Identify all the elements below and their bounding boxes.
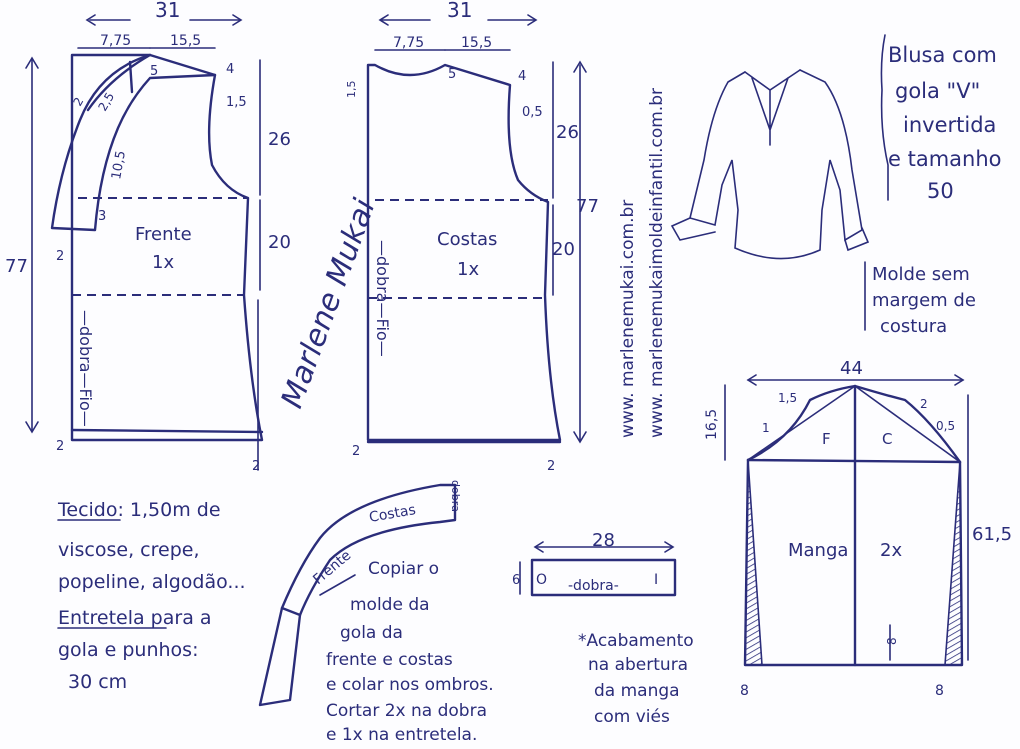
costas-fold: —dobra—Fio— — [373, 240, 392, 357]
collar-line3: gola da — [340, 623, 403, 643]
sleeve-label: Manga — [788, 540, 848, 561]
frente-collar-2-5: 2,5 — [95, 90, 117, 114]
frente-neckline — [86, 53, 152, 112]
costas-armhole-curve: 0,5 — [522, 105, 543, 120]
collar-line6: Cortar 2x na dobra — [326, 701, 487, 721]
frente-width: 31 — [155, 0, 180, 22]
cuff-width: 28 — [592, 530, 615, 551]
sleeve-curve-front-low: 1 — [762, 421, 770, 435]
finish-line4: com viés — [594, 707, 670, 727]
costas-to-waist: 20 — [552, 239, 575, 260]
website-2: www. marlenemukaimoldeinfantil.com.br — [647, 88, 667, 438]
costas-shoulder-drop: 4 — [518, 69, 526, 84]
title-block — [880, 34, 889, 201]
collar-costas: Costas — [368, 502, 417, 526]
frente-count: 1x — [152, 252, 174, 273]
title-line2: gola "V" — [895, 79, 980, 103]
fabric-line5: gola e punhos: — [58, 639, 199, 661]
costas-shoulder-right: 15,5 — [461, 35, 492, 51]
cuff-right-mark: I — [654, 572, 658, 588]
sleeve-width: 44 — [840, 358, 863, 379]
collar-line7: e 1x na entretela. — [326, 725, 477, 745]
costas-neck-drop: 5 — [448, 67, 456, 82]
collar-line1: Copiar o — [368, 559, 439, 579]
costas-neck-back: 1,5 — [345, 81, 358, 99]
frente-armhole-depth: 26 — [268, 129, 291, 150]
frente-side-left: 2 — [56, 249, 64, 264]
frente-to-waist: 20 — [268, 232, 291, 253]
frente-label: Frente — [135, 224, 192, 245]
costas-width: 31 — [447, 0, 472, 22]
fabric-line1: Tecido: 1,50m de — [57, 499, 221, 521]
sleeve-cap-height: 16,5 — [704, 409, 720, 440]
costas-outline — [366, 63, 562, 442]
title-line5: 50 — [927, 179, 954, 203]
costas-pattern — [366, 14, 587, 444]
costas-length: 77 — [576, 196, 599, 217]
sleeve-back: C — [882, 430, 892, 448]
fabric-line6: 30 cm — [68, 671, 127, 693]
sleeve-pattern — [724, 374, 969, 667]
cuff-height: 6 — [512, 573, 520, 588]
fabric-line3: popeline, algodão... — [58, 571, 246, 593]
sleeve-curve-back-low: 0,5 — [936, 419, 955, 433]
frente-outline — [70, 53, 264, 442]
costas-label: Costas — [437, 229, 497, 250]
sleeve-curve-front: 1,5 — [778, 391, 797, 405]
collar-line2: molde da — [350, 595, 430, 615]
collar-dobra: dobra — [449, 480, 462, 512]
title-line3: invertida — [903, 113, 996, 137]
frente-shoulder-left: 7,75 — [100, 33, 131, 49]
costas-armhole-depth: 26 — [556, 122, 579, 143]
note-line3: costura — [880, 316, 947, 337]
frente-collar-3: 3 — [98, 209, 106, 224]
frente-armhole-curve: 1,5 — [226, 95, 247, 110]
title-line1: Blusa com — [888, 43, 997, 67]
costas-count: 1x — [457, 259, 479, 280]
finish-line1: *Acabamento — [578, 631, 694, 651]
frente-collar-10-5: 10,5 — [109, 150, 129, 181]
cuff-left-mark: O — [536, 572, 547, 588]
frente-collar — [50, 53, 217, 232]
frente-fold: —dobra—Fio— — [76, 310, 95, 427]
costas-hem-right: 2 — [547, 459, 555, 474]
frente-hem-line — [70, 428, 264, 434]
sleeve-length: 61,5 — [972, 524, 1012, 545]
finish-line2: na abertura — [588, 655, 688, 675]
costas-shoulder-left: 7,75 — [393, 35, 424, 51]
frente-neck-drop: 5 — [150, 64, 158, 79]
frente-shoulder-drop: 4 — [226, 62, 234, 77]
note-line2: margem de — [872, 290, 976, 311]
blouse-sketch — [670, 69, 870, 260]
collar-pattern — [258, 483, 457, 707]
frente-hem-left: 2 — [56, 439, 64, 454]
sleeve-curve-back: 2 — [920, 397, 928, 411]
cuff-fold: -dobra- — [568, 578, 619, 594]
fabric-line4: Entretela para a — [58, 607, 212, 629]
cuff-pattern — [519, 541, 677, 597]
website-1: www. marlenemukai.com.br — [618, 200, 638, 438]
frente-hem-right: 2 — [252, 459, 260, 474]
sleeve-outline — [743, 458, 964, 667]
collar-line4: frente e costas — [326, 650, 453, 670]
frente-shoulder-right: 15,5 — [170, 33, 201, 49]
sleeve-hem-right: 8 — [935, 683, 944, 699]
fabric-line2: viscose, crepe, — [58, 539, 199, 561]
note-line1: Molde sem — [872, 264, 970, 285]
title-line4: e tamanho — [888, 147, 1002, 171]
frente-length: 77 — [5, 256, 28, 277]
sleeve-front: F — [822, 430, 831, 448]
frente-pattern — [25, 14, 264, 471]
collar-line5: e colar nos ombros. — [326, 675, 494, 695]
costas-hem-left: 2 — [352, 444, 360, 459]
sleeve-hem-left: 8 — [740, 683, 749, 699]
signature: Marlene Mukai — [275, 194, 383, 413]
finish-line3: da manga — [594, 681, 680, 701]
sleeve-count: 2x — [880, 540, 902, 561]
collar-frente: Frente — [310, 547, 354, 588]
sleeve-slit: 8 — [885, 637, 899, 645]
